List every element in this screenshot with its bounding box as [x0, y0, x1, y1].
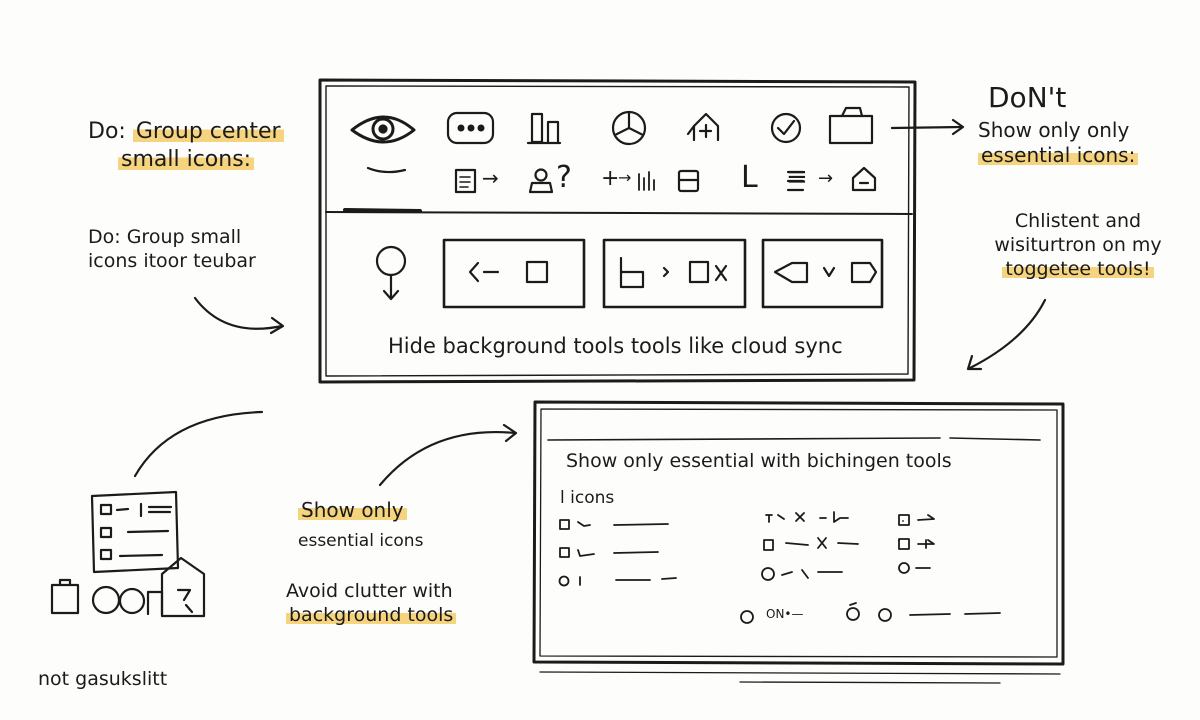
- lower-panel-row-label: ON•—: [766, 607, 804, 621]
- note-show-only-line2: essential icons: [298, 531, 424, 551]
- cloud-sync-icon[interactable]: [686, 112, 720, 142]
- arrow-curve-left: [133, 410, 264, 478]
- note-group-small-line1: Do: Group small: [88, 226, 242, 248]
- eye-icon[interactable]: [350, 115, 416, 174]
- tool-group-3[interactable]: [761, 238, 884, 309]
- note-dont: Show only only essential icons:: [978, 118, 1183, 168]
- clipboard-icon: [50, 578, 80, 615]
- tool-group-1[interactable]: [442, 238, 586, 309]
- lower-panel-title: Show only essential with bichingen tools: [566, 450, 952, 472]
- note-consistent: Chlistent and wisiturtron on my toggetee…: [968, 210, 1188, 281]
- lower-panel-subtitle: l icons: [560, 488, 615, 508]
- note-avoid-line1: Avoid clutter with: [286, 580, 453, 602]
- check-circle-icon[interactable]: [770, 112, 802, 144]
- bar-chart-icon[interactable]: [526, 112, 562, 145]
- note-avoid-clutter: Avoid clutter with background tools: [286, 580, 486, 628]
- tall-house-icon: [160, 556, 206, 618]
- bottom-left-caption: not gasukslitt: [38, 668, 168, 690]
- question-symbol: ?: [556, 160, 572, 195]
- note-do-group-small: Do: Group small icons itoor teubar: [88, 226, 308, 274]
- dont-title: DoN't: [988, 81, 1067, 114]
- note-do-highlight: Group center: [132, 119, 284, 144]
- note-show-only: Show only essential icons: [298, 498, 498, 552]
- checklist-clipboard-icon: [90, 490, 180, 574]
- l-symbol: L: [741, 160, 758, 195]
- note-dont-line1: Show only only: [978, 118, 1130, 142]
- pie-chart-icon[interactable]: [611, 110, 647, 146]
- note-show-only-line1: Show only: [298, 498, 407, 522]
- menu-symbol: ≡: [786, 162, 808, 192]
- toolbar-panel: [318, 78, 917, 384]
- signal-icon[interactable]: [638, 171, 655, 191]
- user-icon[interactable]: [528, 168, 554, 194]
- lower-panel: [532, 400, 1065, 684]
- arrow-to-lower-panel-right: [966, 298, 1047, 371]
- arrow-symbol-3: →: [818, 168, 834, 189]
- note-dont-line2: essential icons:: [978, 143, 1139, 167]
- note-do-line2: small icons:: [118, 146, 255, 172]
- toolbar-caption: Hide background tools tools like cloud s…: [388, 334, 843, 358]
- layers-icon[interactable]: [786, 170, 805, 192]
- list-icon[interactable]: [454, 168, 477, 194]
- arrow-symbol-2: →: [618, 168, 632, 187]
- house-icon[interactable]: [851, 166, 877, 192]
- note-consistent-line1: Chlistent and: [1014, 210, 1142, 232]
- window-icon[interactable]: [677, 169, 700, 193]
- arrow-to-lower-panel: [378, 423, 518, 487]
- arrow-to-toolbar: [193, 296, 285, 335]
- arrow-to-dont-icon: [890, 118, 965, 136]
- note-avoid-line2: background tools: [286, 603, 457, 626]
- chat-bubble-icon[interactable]: [446, 111, 495, 145]
- tool-group-2[interactable]: [602, 238, 747, 309]
- folder-icon[interactable]: [828, 106, 874, 145]
- note-consistent-line3: toggetee tools!: [1002, 257, 1154, 280]
- note-do-prefix: Do:: [88, 119, 133, 144]
- plus-symbol: +: [601, 166, 620, 191]
- arrow-symbol-1: →: [482, 166, 499, 190]
- note-group-small-line2: icons itoor teubar: [88, 249, 256, 272]
- pin-icon[interactable]: [375, 245, 407, 301]
- circles-icon: [91, 585, 164, 616]
- lower-panel-rows: [558, 511, 1001, 624]
- note-consistent-line2: wisiturtron on my: [994, 233, 1162, 256]
- note-do-group-center: Do: Group center small icons:: [88, 118, 308, 173]
